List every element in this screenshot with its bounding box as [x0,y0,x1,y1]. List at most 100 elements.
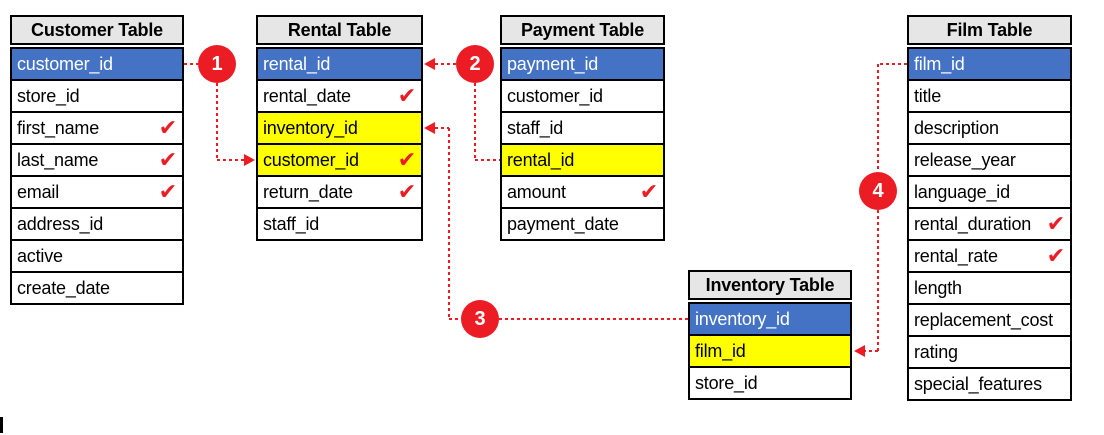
arrowhead-icon [424,58,435,70]
film-table: Film Table film_id title description rel… [907,15,1072,401]
field-name: return_date [263,182,353,202]
field-name: customer_id [507,86,603,106]
field-name: customer_id [263,150,359,170]
arrowhead-icon [424,122,435,134]
table-row: first_name ✔ [10,111,184,145]
connector-line [877,63,907,172]
connector-line [865,210,879,352]
customer-table: Customer Table customer_id store_id firs… [10,15,184,305]
field-name: language_id [914,182,1010,202]
table-row: email ✔ [10,175,184,209]
table-title: Customer Table [10,15,184,45]
field-name: rental_id [507,150,575,170]
field-name: rating [914,342,958,362]
field-name: release_year [914,150,1016,170]
table-row: payment_date [500,207,665,241]
relation-badge-1: 1 [198,45,236,83]
table-row: return_date ✔ [256,175,423,209]
table-row: rental_rate ✔ [907,239,1072,273]
field-name: film_id [695,341,746,361]
table-row: length [907,271,1072,305]
field-name: email [17,182,60,202]
table-row: inventory_id [688,302,852,336]
table-title: Payment Table [500,15,665,45]
field-name: rental_date [263,86,351,106]
field-name: inventory_id [695,309,790,329]
table-row: staff_id [256,207,423,241]
field-name: rental_id [263,54,331,74]
field-name: customer_id [17,54,113,74]
table-row: store_id [10,79,184,113]
text-cursor-artifact [0,417,3,433]
relation-badge-4: 4 [859,172,897,210]
field-name: last_name [17,150,99,170]
check-icon: ✔ [397,147,416,172]
relation-badge-2: 2 [456,45,494,83]
table-row: inventory_id [256,111,423,145]
table-row: customer_id [10,47,184,81]
rental-table: Rental Table rental_id rental_date ✔ inve… [256,15,423,241]
field-name: create_date [17,278,110,298]
check-icon: ✔ [158,179,177,204]
table-row: payment_id [500,47,665,81]
field-name: store_id [695,373,758,393]
table-row: address_id [10,207,184,241]
field-name: title [914,86,942,106]
arrowhead-icon [244,154,255,166]
check-icon: ✔ [1046,211,1065,236]
table-title: Film Table [907,15,1072,45]
check-icon: ✔ [397,179,416,204]
connector-line [216,83,245,161]
table-title: Rental Table [256,15,423,45]
field-name: inventory_id [263,118,358,138]
connector-line [474,83,500,161]
field-name: staff_id [263,214,320,234]
table-row: rating [907,335,1072,369]
field-name: rental_rate [914,246,998,266]
field-name: length [914,278,962,298]
check-icon: ✔ [1046,243,1065,268]
table-row: rental_duration ✔ [907,207,1072,241]
table-row: staff_id [500,111,665,145]
table-row: last_name ✔ [10,143,184,177]
connector-4 [854,63,907,357]
table-row: create_date [10,271,184,305]
table-row: film_id [688,334,852,368]
table-row: active [10,239,184,273]
field-name: description [914,118,999,138]
field-name: amount [507,182,566,202]
table-row: description [907,111,1072,145]
field-name: address_id [17,214,104,234]
inventory-table: Inventory Table inventory_id film_id sto… [688,270,852,400]
table-row: special_features [907,367,1072,401]
check-icon: ✔ [158,147,177,172]
arrowhead-icon [854,345,865,357]
field-name: special_features [914,374,1042,394]
field-name: store_id [17,86,80,106]
field-name: staff_id [507,118,564,138]
table-row: store_id [688,366,852,400]
field-name: rental_duration [914,214,1032,234]
check-icon: ✔ [639,179,658,204]
field-name: film_id [914,54,965,74]
table-row: rental_id [256,47,423,81]
table-row: amount ✔ [500,175,665,209]
table-row: rental_date ✔ [256,79,423,113]
field-name: first_name [17,118,100,138]
field-name: payment_id [507,54,599,74]
relation-badge-3: 3 [461,300,499,338]
table-row: customer_id ✔ [256,143,423,177]
field-name: replacement_cost [914,310,1053,330]
table-row: rental_id [500,143,665,177]
field-name: active [17,246,63,266]
table-title: Inventory Table [688,270,852,300]
check-icon: ✔ [397,83,416,108]
table-row: title [907,79,1072,113]
table-row: release_year [907,143,1072,177]
table-row: replacement_cost [907,303,1072,337]
check-icon: ✔ [158,115,177,140]
table-row: film_id [907,47,1072,81]
connector-line [435,127,461,320]
table-row: language_id [907,175,1072,209]
